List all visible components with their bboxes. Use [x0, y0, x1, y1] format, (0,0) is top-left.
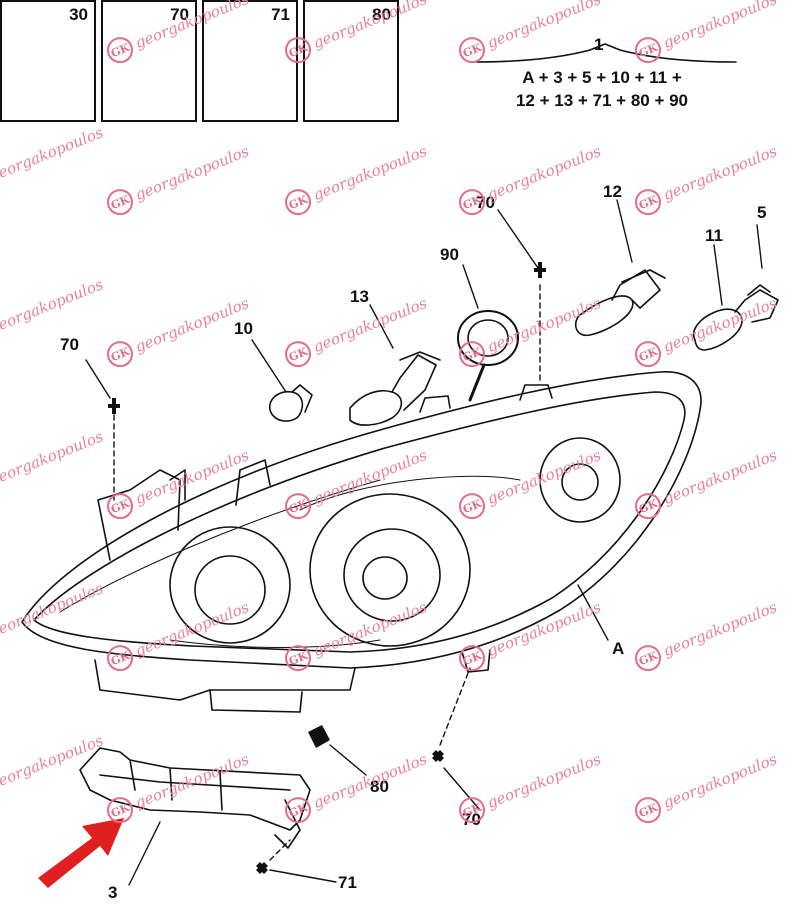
callout-13: 13: [350, 287, 369, 306]
assembly-formula: A + 3 + 5 + 10 + 11 + 12 + 13 + 71 + 80 …: [462, 66, 742, 112]
callout-70-left: 70: [60, 335, 79, 354]
callout-3: 3: [108, 883, 118, 902]
callout-90: 90: [440, 245, 459, 264]
callout-A: A: [612, 639, 625, 658]
formula-line-1: A + 3 + 5 + 10 + 11 +: [522, 68, 682, 87]
bulb-13-icon: [349, 351, 441, 426]
callout-5: 5: [757, 203, 767, 222]
part-box-70: 70: [101, 0, 197, 122]
callout-71: 71: [338, 873, 357, 892]
part-box-30: 30: [0, 0, 96, 122]
callout-11: 11: [705, 226, 723, 245]
headlamp-housing: [21, 371, 702, 713]
part-number-70: 70: [170, 5, 189, 24]
pointer-arrow: [38, 818, 124, 888]
bulb-10-icon: [269, 384, 313, 422]
part-number-30: 30: [69, 5, 88, 24]
callout-80: 80: [370, 777, 389, 796]
bracket-3-icon: [79, 747, 311, 849]
part-number-80: 80: [372, 5, 391, 24]
seal-ring-90-icon: [457, 310, 519, 366]
bulb-11-icon: [693, 284, 779, 351]
clip-80-icon: [308, 725, 330, 748]
assembly-number: 1: [594, 35, 604, 54]
part-box-80: 80: [303, 0, 399, 122]
callout-70-bottom: 70: [462, 810, 481, 829]
assembly-brace: [473, 43, 737, 63]
callout-10: 10: [234, 319, 253, 338]
bulb-12-icon: [574, 269, 666, 337]
part-number-71: 71: [271, 5, 290, 24]
part-box-71: 71: [202, 0, 298, 122]
callout-12: 12: [603, 182, 622, 201]
callout-70-top: 70: [476, 193, 495, 212]
formula-line-2: 12 + 13 + 71 + 80 + 90: [515, 91, 689, 110]
screw-position-marks: [108, 262, 546, 874]
